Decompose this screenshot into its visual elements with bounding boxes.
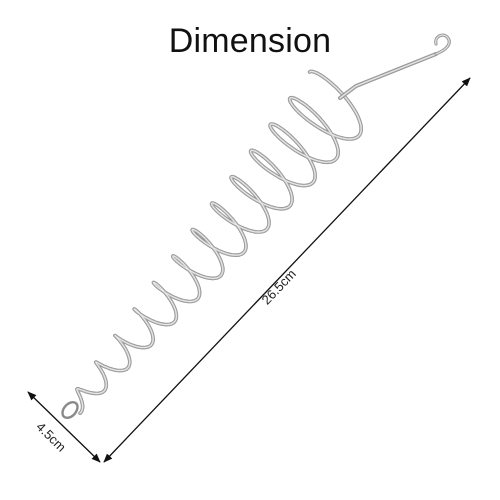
spiral-spring-icon: [61, 69, 363, 420]
spring-coil: [75, 70, 363, 415]
length-label: 26.5cm: [259, 266, 299, 307]
length-arrow: [103, 77, 471, 463]
width-dimension: 4.5cm: [27, 391, 101, 463]
spring-tip-ring: [61, 400, 79, 420]
spring-coil: [76, 70, 362, 414]
page-title: Dimension: [168, 22, 332, 60]
width-label: 4.5cm: [33, 419, 69, 455]
width-arrow: [27, 391, 101, 463]
spring-coil: [75, 69, 363, 415]
length-dimension: 26.5cm: [103, 77, 471, 463]
hanging-hook-icon: [338, 33, 451, 100]
